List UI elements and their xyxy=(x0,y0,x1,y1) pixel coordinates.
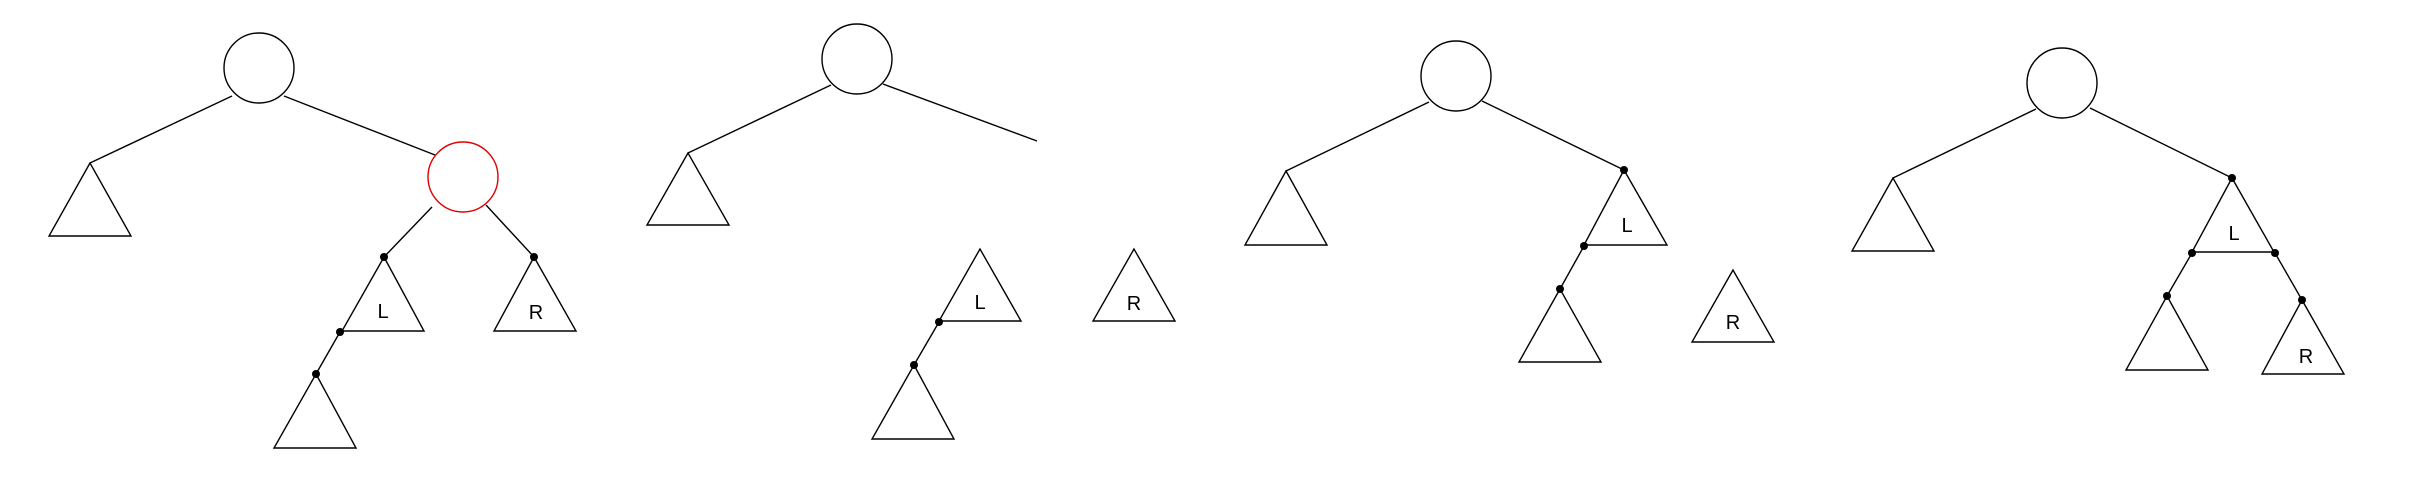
connector-dot xyxy=(2228,174,2236,182)
left-subtree xyxy=(1850,176,1936,252)
stage-4: L R xyxy=(1850,47,2346,375)
subtree-label-r: R xyxy=(529,302,543,324)
connector-dot xyxy=(1556,285,1564,293)
connector-dot xyxy=(2163,292,2171,300)
detached-subtree-l xyxy=(937,247,1023,322)
right-subtree-r xyxy=(2260,298,2346,375)
left-child-subtree-l xyxy=(340,255,426,332)
connector-dot xyxy=(2188,249,2196,257)
stage-3: L R xyxy=(1243,40,1776,363)
stage-1: L R xyxy=(47,32,578,449)
connector-dot xyxy=(935,318,943,326)
subtree-label-r: R xyxy=(1127,293,1141,315)
left-subtree xyxy=(645,151,731,226)
connector-dot xyxy=(530,253,538,261)
left-subtree xyxy=(1243,169,1329,246)
deleted-node-highlight xyxy=(427,141,499,213)
connector-dot xyxy=(2298,296,2306,304)
connector-dot xyxy=(2271,249,2279,257)
subtree-l xyxy=(2190,176,2276,253)
root-node xyxy=(821,23,893,95)
lower-subtree xyxy=(1517,287,1603,363)
lower-subtree xyxy=(272,372,358,449)
connector-dot xyxy=(336,328,344,336)
connector-dot xyxy=(910,361,918,369)
subtree-label-l: L xyxy=(377,301,388,323)
stage-2: L R xyxy=(645,23,1177,440)
subtree-label-r: R xyxy=(1726,312,1740,334)
left-subtree xyxy=(47,161,133,237)
lower-subtree xyxy=(2124,294,2210,371)
connector-dot xyxy=(1580,242,1588,250)
root-node xyxy=(1420,40,1492,112)
root-node xyxy=(223,32,295,104)
right-child-subtree-r xyxy=(492,255,578,332)
subtree-label-l: L xyxy=(1621,215,1632,237)
subtree-label-l: L xyxy=(974,292,985,314)
subtree-l xyxy=(1582,168,1669,246)
detached-subtree-r xyxy=(1091,247,1177,322)
root-node xyxy=(2026,47,2098,119)
detached-subtree-r xyxy=(1690,268,1776,343)
connector-dot xyxy=(380,253,388,261)
subtree-label-r: R xyxy=(2299,346,2313,368)
connector-dot xyxy=(1620,166,1628,174)
lower-subtree xyxy=(870,363,956,440)
connector-dot xyxy=(312,370,320,378)
subtree-label-l: L xyxy=(2228,223,2239,245)
